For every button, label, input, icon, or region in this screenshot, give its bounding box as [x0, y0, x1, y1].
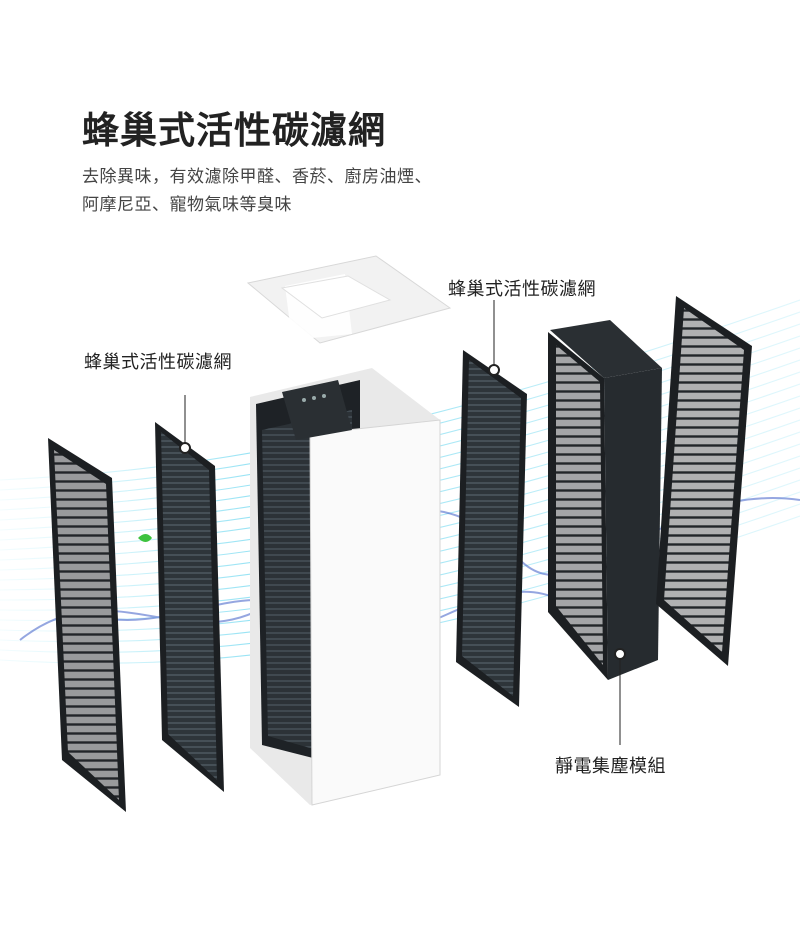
callout-right-filter: 蜂巢式活性碳濾網 — [448, 279, 596, 300]
electrostatic-module — [548, 320, 662, 745]
top-cover — [246, 255, 452, 344]
description-line-1: 去除異味，有效濾除甲醛、香菸、廚房油煙、 — [82, 167, 432, 187]
callout-electrostatic-module: 靜電集塵模組 — [555, 756, 666, 777]
outer-filter-panel-left — [48, 438, 126, 812]
outer-filter-panel-right — [656, 296, 752, 666]
carbon-filter-right — [456, 300, 527, 707]
purifier-housing — [250, 368, 441, 806]
description-line-2: 阿摩尼亞、寵物氣味等臭味 — [82, 195, 292, 215]
carbon-filter-left — [155, 395, 224, 792]
page-title: 蜂巢式活性碳濾網 — [82, 109, 386, 152]
leaf-icon — [138, 534, 152, 542]
callout-left-filter: 蜂巢式活性碳濾網 — [84, 352, 232, 373]
